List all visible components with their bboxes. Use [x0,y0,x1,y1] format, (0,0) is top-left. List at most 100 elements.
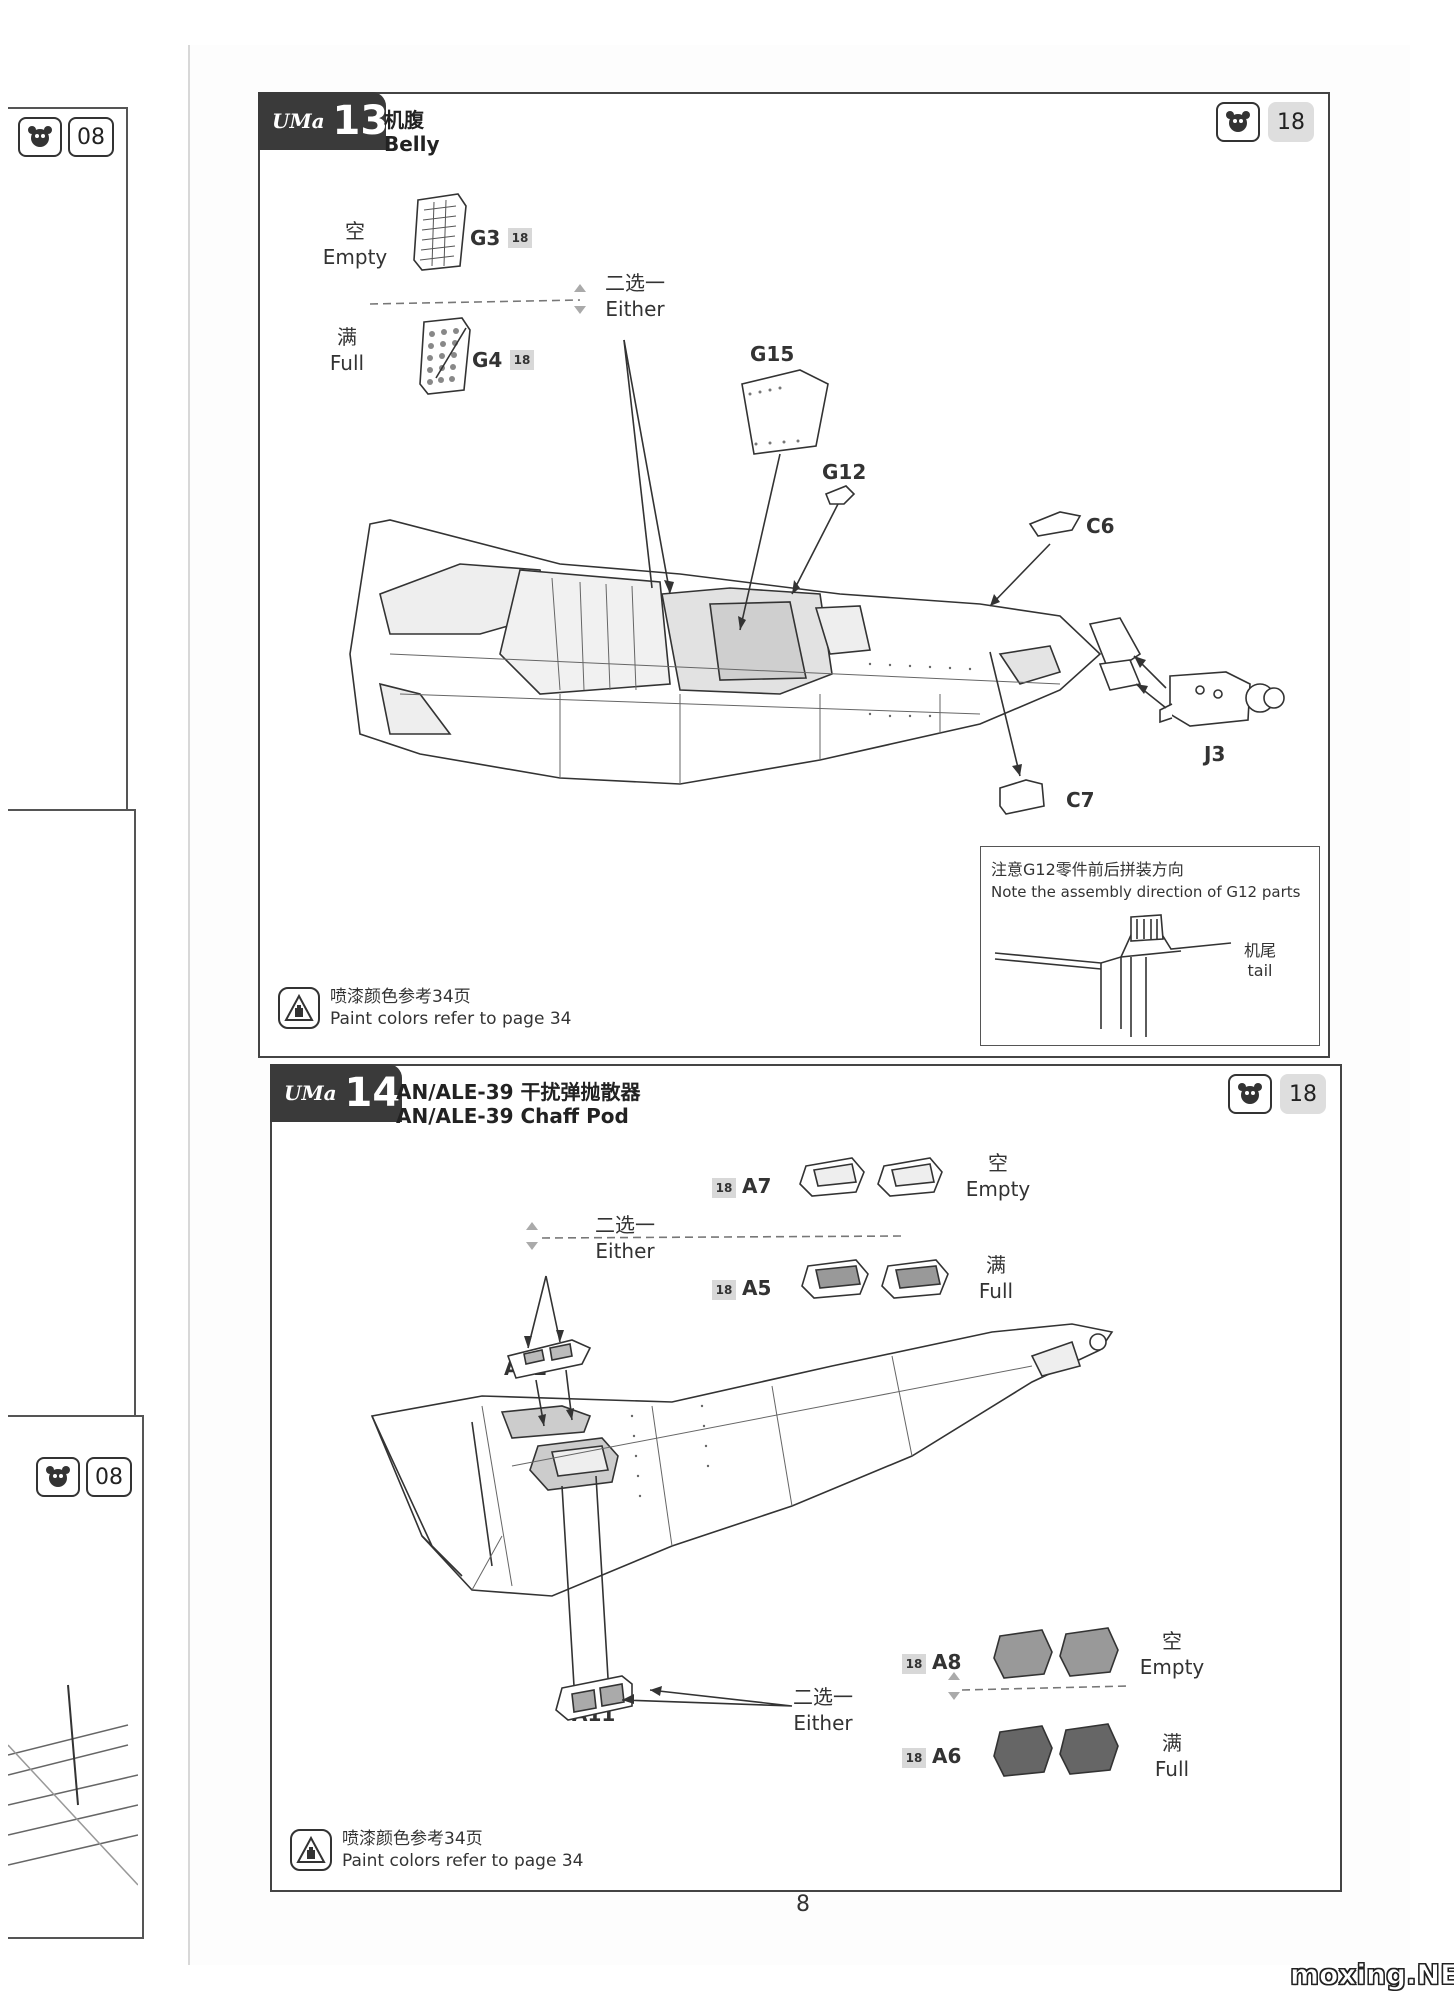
g12-direction-sketch [994,914,1232,1037]
prev-sprue-number: 08 [86,1457,132,1497]
sprue-tag: 18 [712,1280,736,1300]
paint-spray-icon [278,987,320,1029]
sprue-tag: 18 [902,1748,926,1768]
option-empty-label-2: 空 Empty [1132,1628,1212,1680]
either-en: Either [793,1711,853,1735]
device-part-j3 [1159,671,1285,727]
step-13-panel: UMa 13 机腹 Belly 18 空 Empty 满 Full 二选一 Ei… [258,92,1330,1058]
option-full-en: Full [1154,1757,1190,1781]
sprue-bear-icon [1228,1074,1272,1114]
prev-badge-top: 08 [18,117,114,157]
part-label-a5: A5 [742,1276,772,1300]
option-empty-cn: 空 [1162,1629,1182,1653]
prev-badge-bottom: 08 [36,1457,132,1497]
tail-label: 机尾 tail [1233,941,1287,981]
chaff-part-a6 [993,1723,1119,1777]
option-empty-en: Empty [1139,1655,1205,1679]
sprue-badge: 18 [1228,1074,1326,1114]
tail-en: tail [1247,961,1273,980]
option-empty-cn: 空 [345,219,365,243]
page-number: 8 [796,1892,810,1917]
step-number: 13 [332,98,389,144]
part-label-a7: A7 [742,1174,772,1198]
sprue-tag: 18 [510,350,534,370]
option-full-cn: 满 [1162,1731,1182,1755]
sprue-bear-icon [36,1457,80,1497]
paint-spray-icon [290,1829,332,1871]
option-full-label: 满 Full [966,1252,1026,1304]
either-en: Either [605,297,665,321]
prev-panel-top [8,107,128,833]
paint-colors-note: 喷漆颜色参考34页 Paint colors refer to page 34 [278,986,571,1030]
paint-en: Paint colors refer to page 34 [342,1851,584,1871]
tail-cn: 机尾 [1243,941,1276,960]
part-label-g3: G3 [470,226,501,250]
part-label-g15: G15 [750,342,795,366]
step-title: 机腹 Belly [384,108,440,156]
fuselage-chaff-pod [370,1323,1114,1597]
chaff-part-a8 [993,1627,1119,1679]
part-label-g12: G12 [822,460,867,484]
option-empty-label: 空 Empty [958,1150,1038,1202]
paint-note-text: 喷漆颜色参考34页 Paint colors refer to page 34 [330,986,571,1030]
small-part-g12 [824,485,856,505]
prev-panel-middle [8,809,136,1429]
brand-logo: UMa [272,109,325,133]
brand-logo: UMa [284,1081,337,1105]
assembly-note-box: 注意G12零件前后拼装方向 Note the assembly directio… [980,846,1320,1046]
option-full-label: 满 Full [322,324,372,376]
step-14-number-tab: UMa 14 [270,1064,402,1122]
note-text: 注意G12零件前后拼装方向 Note the assembly directio… [991,859,1300,903]
part-label-j3: J3 [1204,742,1226,766]
sprue-tag: 18 [712,1178,736,1198]
either-cn: 二选一 [605,271,665,295]
prev-panel-bottom [8,1415,144,1939]
sprue-bear-icon [18,117,62,157]
sprue-bear-icon [1216,102,1260,142]
fuselage-belly [349,519,1142,785]
option-full-en: Full [329,351,365,375]
part-label-a8: A8 [932,1650,962,1674]
either-label: 二选一 Either [600,270,670,322]
either-label: 二选一 Either [590,1212,660,1264]
chaff-pod-assembly-drawing [370,1157,1129,1777]
option-full-cn: 满 [986,1253,1006,1277]
step-title-cn: AN/ALE-39 干扰弹抛散器 [396,1080,641,1104]
option-full-cn: 满 [337,325,357,349]
either-en: Either [595,1239,655,1263]
paint-en: Paint colors refer to page 34 [330,1009,572,1029]
sprue-number: 18 [1280,1074,1326,1114]
belly-assembly-drawing [349,193,1285,815]
paint-colors-note: 喷漆颜色参考34页 Paint colors refer to page 34 [290,1828,583,1872]
sprue-tag: 18 [508,228,532,248]
either-cn: 二选一 [595,1213,655,1237]
prev-page-drawing-fragment [8,1684,138,1886]
step-13-number-tab: UMa 13 [258,92,389,150]
grille-part-g3 [413,193,467,271]
option-empty-label: 空 Empty [320,218,390,270]
grille-part-g4 [419,317,471,395]
option-empty-cn: 空 [988,1151,1008,1175]
chaff-part-a7 [799,1157,943,1197]
option-empty-en: Empty [322,245,388,269]
previous-page-edge: 08 08 [8,45,144,1965]
option-full-label-2: 满 Full [1142,1730,1202,1782]
step-title-en: AN/ALE-39 Chaff Pod [396,1104,629,1128]
either-label-2: 二选一 Either [788,1684,858,1736]
chaff-part-a5 [801,1259,949,1299]
sprue-badge: 18 [1216,102,1314,142]
part-label-g4: G4 [472,348,503,372]
note-en: Note the assembly direction of G12 parts [991,883,1301,901]
sprue-tag: 18 [902,1654,926,1674]
bracket-part-c7 [999,779,1045,815]
panel-part-g15 [741,369,829,455]
step-number: 14 [344,1070,401,1116]
note-cn: 注意G12零件前后拼装方向 [991,860,1184,879]
paint-cn: 喷漆颜色参考34页 [342,1829,483,1849]
watermark-logo: moxing.NET [1289,1958,1454,1992]
sprue-number: 18 [1268,102,1314,142]
part-label-c7: C7 [1066,788,1095,812]
part-label-a6: A6 [932,1744,962,1768]
option-empty-en: Empty [965,1177,1031,1201]
step-title-cn: 机腹 [384,108,424,132]
